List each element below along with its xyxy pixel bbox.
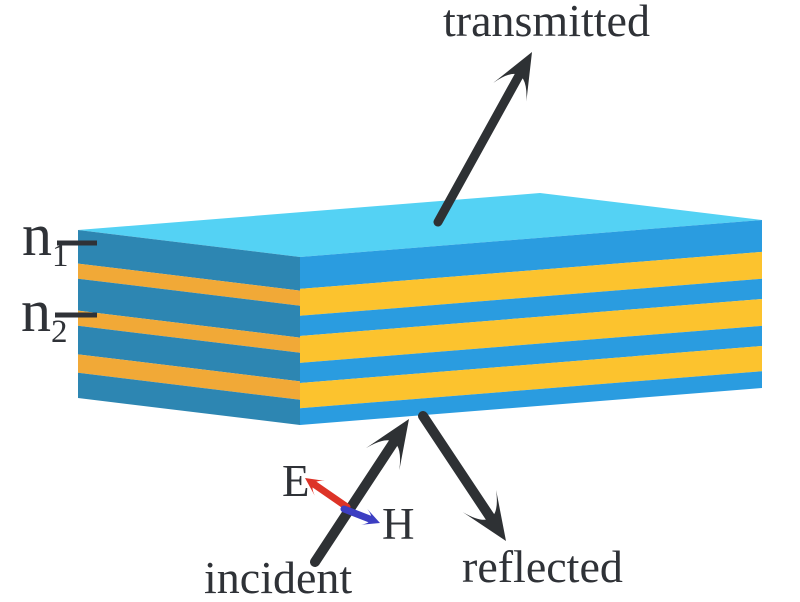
front-face-layer-5-n1 [300, 325, 762, 383]
side-face-layer-5-n1 [78, 325, 300, 382]
reflected-ray-head [462, 489, 506, 541]
n1-subscript: 1 [52, 238, 69, 274]
side-face-layer-3-n1 [78, 278, 300, 338]
n2-label: n2 [21, 281, 68, 349]
h-field-vector-shaft [340, 505, 375, 524]
side-face-layer-4-n2 [78, 310, 300, 353]
front-face-layer-3-n1 [300, 278, 762, 336]
reflected-label: reflected [462, 541, 623, 592]
side-face-layer-7-n1 [78, 372, 300, 425]
incident-label: incident [204, 552, 353, 602]
incident-ray-head [365, 419, 409, 471]
front-face-layer-2-n2 [300, 251, 762, 316]
n2-base: n [21, 278, 51, 344]
transmitted-ray-shaft [433, 69, 525, 227]
side-face-layer-6-n2 [78, 354, 300, 400]
e-field-vector-shaft [309, 480, 351, 511]
transmitted-label: transmitted [443, 0, 650, 46]
stack-top-face [78, 193, 762, 257]
incident-ray-shaft [310, 436, 400, 567]
n2-subscript: 2 [51, 314, 68, 350]
h-field-label: H [382, 499, 415, 549]
side-face-layer-2-n2 [78, 263, 300, 306]
front-face-layer-1-n1 [300, 220, 762, 289]
h-field-vector-head [361, 508, 380, 525]
side-face-layer-1-n1 [78, 230, 300, 291]
front-face-layer-6-n2 [300, 346, 762, 409]
reflected-ray-shaft [418, 411, 497, 525]
n1-base: n [22, 202, 52, 268]
front-face-layer-7-n1 [300, 371, 762, 425]
front-face-layer-4-n2 [300, 298, 762, 363]
n1-label: n1 [22, 205, 69, 273]
e-field-label: E [282, 456, 310, 506]
transmitted-ray-head [493, 52, 532, 102]
e-field-vector-head [305, 478, 325, 496]
